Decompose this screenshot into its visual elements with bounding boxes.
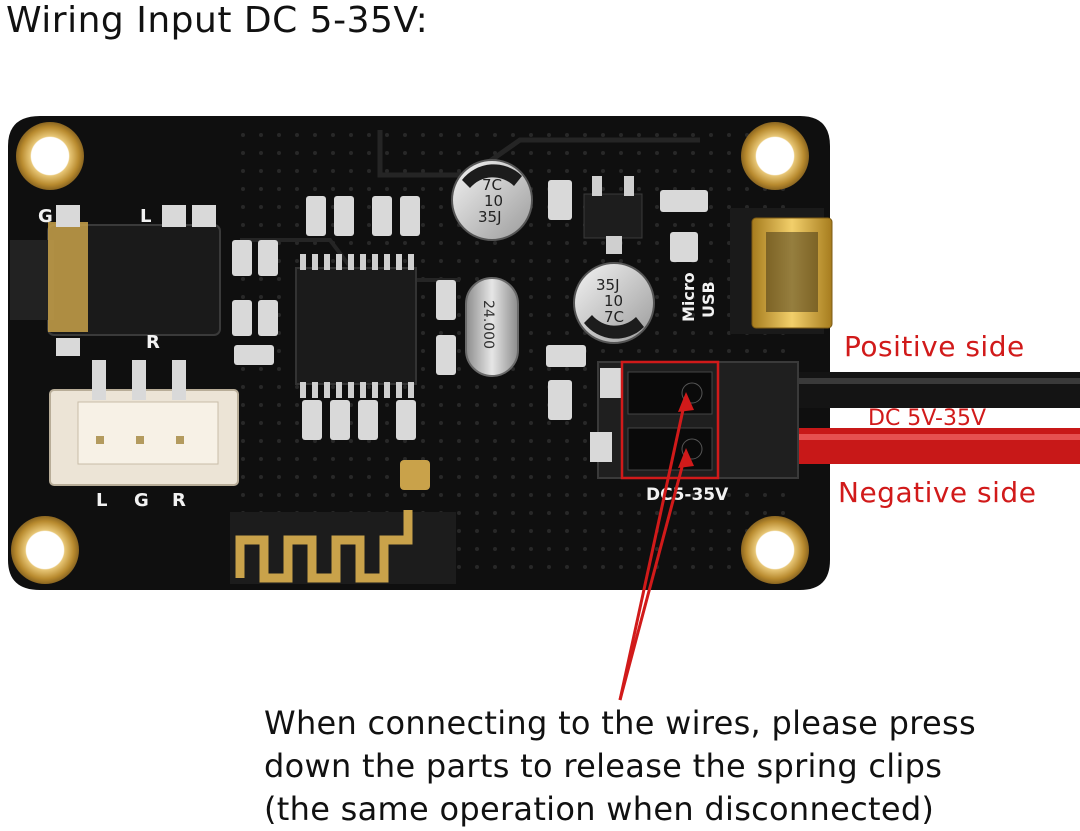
capacitor-1: 7C 10 35J (451, 159, 533, 241)
page-title: Wiring Input DC 5-35V: (6, 0, 429, 41)
pin-l-label: L (96, 490, 107, 511)
crystal-text: 24.000 (480, 300, 496, 349)
caption-line-3: (the same operation when disconnected) (264, 790, 935, 828)
dc-input-label: DC5-35V (646, 485, 729, 505)
jack-l-label: L (140, 206, 151, 227)
pcb-antenna (230, 460, 456, 584)
mounting-hole-br (741, 516, 809, 584)
negative-side-label: Negative side (838, 476, 1037, 509)
jst-connector (49, 360, 239, 486)
micro-usb-port (730, 208, 833, 334)
mounting-hole-bl (11, 516, 79, 584)
jack-r-label: R (146, 332, 160, 353)
mounting-hole-tl (16, 122, 84, 190)
wire-negative (770, 428, 1080, 464)
smd-components (232, 180, 708, 440)
jack-g-label: G (38, 206, 53, 227)
usb-label: USB (699, 281, 718, 318)
mounting-hole-tr (741, 122, 809, 190)
positive-side-label: Positive side (844, 330, 1025, 363)
cap1-text-2: 10 (484, 192, 503, 210)
pin-r-label: R (172, 490, 186, 511)
voltage-regulator (583, 176, 643, 254)
voltage-range-label: DC 5V-35V (868, 406, 987, 431)
ic-chip (295, 254, 417, 398)
micro-label: Micro (679, 272, 698, 322)
pointer-arrows (618, 392, 694, 701)
instruction-caption: When connecting to the wires, please pre… (264, 702, 976, 831)
highlight-box (620, 360, 720, 480)
cap1-text-3: 35J (478, 208, 502, 226)
crystal-oscillator: 24.000 (465, 277, 519, 377)
wire-positive (770, 372, 1080, 408)
capacitor-2: 35J 10 7C (573, 262, 655, 344)
cap2-text-3: 7C (604, 308, 624, 326)
cap1-text-1: 7C (482, 176, 502, 194)
cap2-text-2: 10 (604, 292, 623, 310)
caption-line-1: When connecting to the wires, please pre… (264, 704, 976, 742)
cap2-text-1: 35J (596, 276, 620, 294)
caption-line-2: down the parts to release the spring cli… (264, 747, 943, 785)
audio-jack (10, 205, 221, 356)
pin-g-label: G (134, 490, 149, 511)
